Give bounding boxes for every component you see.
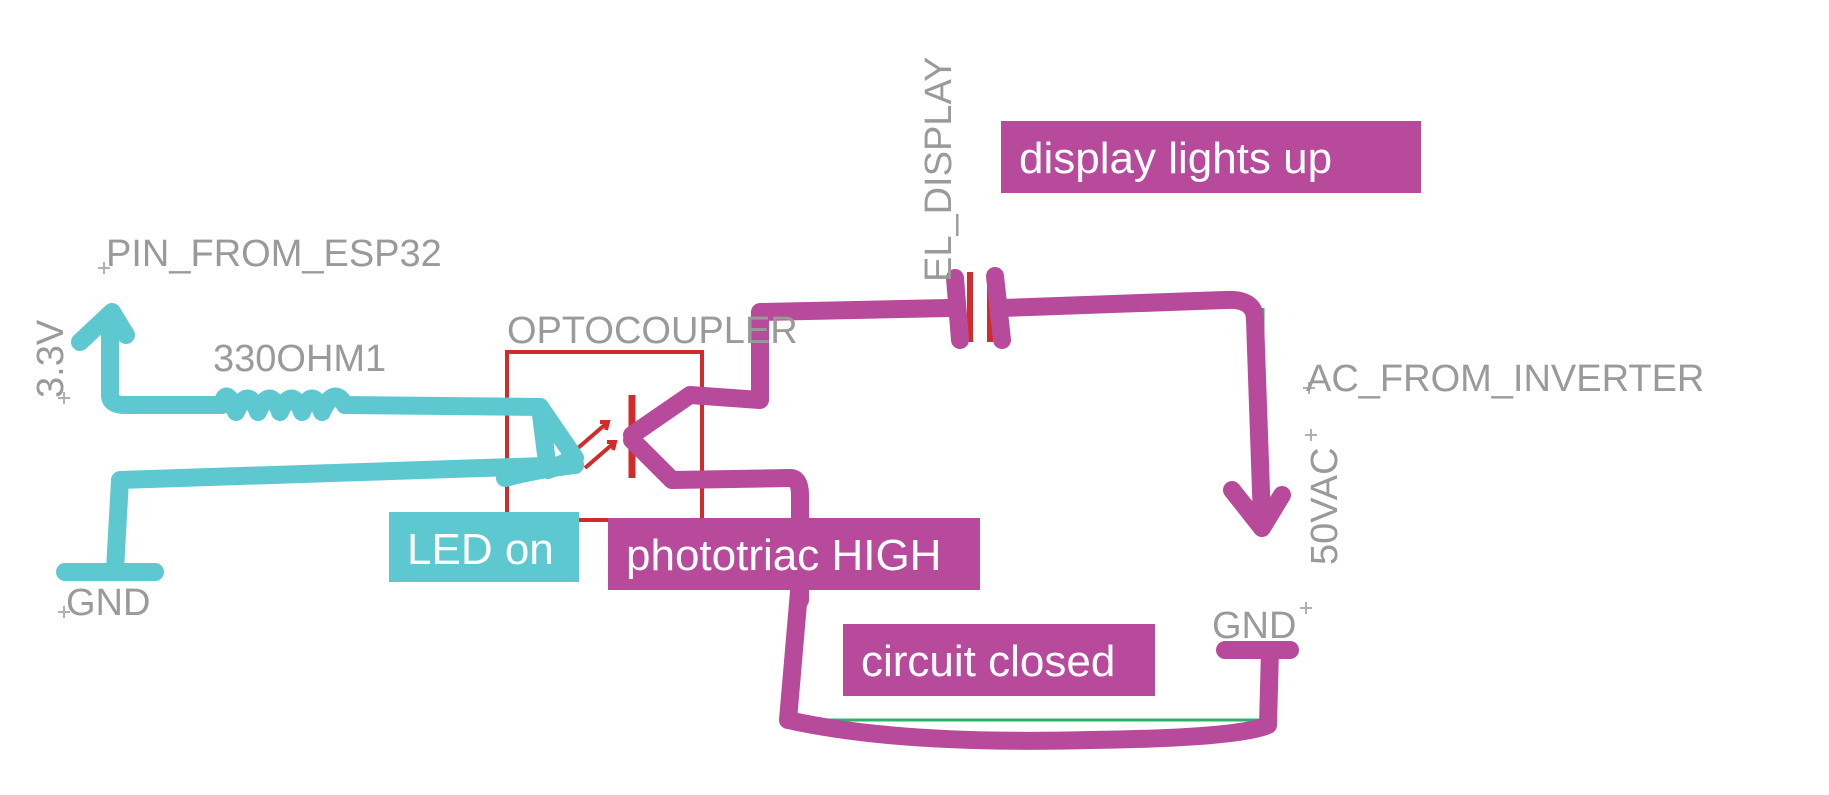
cyan-return <box>496 456 584 487</box>
label-el-display: EL_DISPLAY <box>918 56 960 282</box>
pin-marker <box>58 606 70 618</box>
flow-arrow-icon <box>1223 481 1291 537</box>
label-gnd-left: GND <box>66 582 151 624</box>
pin-marker <box>98 262 110 274</box>
led-circuit-highlight <box>56 303 584 581</box>
magenta-wire-right <box>993 290 1271 529</box>
label-optocoupler: OPTOCOUPLER <box>507 310 798 352</box>
label-gnd-right: GND <box>1212 605 1297 647</box>
magenta-wire-top <box>623 299 959 444</box>
magenta-wire-bottom <box>779 571 1279 750</box>
tag-led-on: LED on <box>389 512 579 582</box>
tag-phototriac-high: phototriac HIGH <box>608 518 980 590</box>
label-ac-from-inverter: AC_FROM_INVERTER <box>1306 358 1705 400</box>
pin-markers <box>58 262 1317 618</box>
vcc-arrow-icon <box>71 303 135 351</box>
pin-marker <box>1305 429 1317 441</box>
pin-marker <box>58 392 70 404</box>
pin-marker <box>1303 382 1315 394</box>
label-50vac: 50VAC <box>1304 447 1346 565</box>
capacitor-left <box>946 269 969 349</box>
label-resistor: 330OHM1 <box>213 338 387 380</box>
tag-circuit-closed: circuit closed <box>843 624 1155 696</box>
pin-marker <box>1300 602 1312 614</box>
label-3-3v: 3.3V <box>30 319 72 398</box>
label-pin-from-esp32: PIN_FROM_ESP32 <box>106 233 442 275</box>
tag-display-lights-up: display lights up <box>1001 121 1421 193</box>
led-arrow-icon <box>576 420 611 450</box>
optocoupler-box <box>505 350 704 522</box>
led-arrow-icon <box>583 440 618 470</box>
magenta-wire-triac <box>623 431 809 609</box>
cyan-wire-top <box>101 313 549 421</box>
cyan-wire-bottom <box>56 456 584 581</box>
ac-circuit-highlight <box>623 267 1299 750</box>
